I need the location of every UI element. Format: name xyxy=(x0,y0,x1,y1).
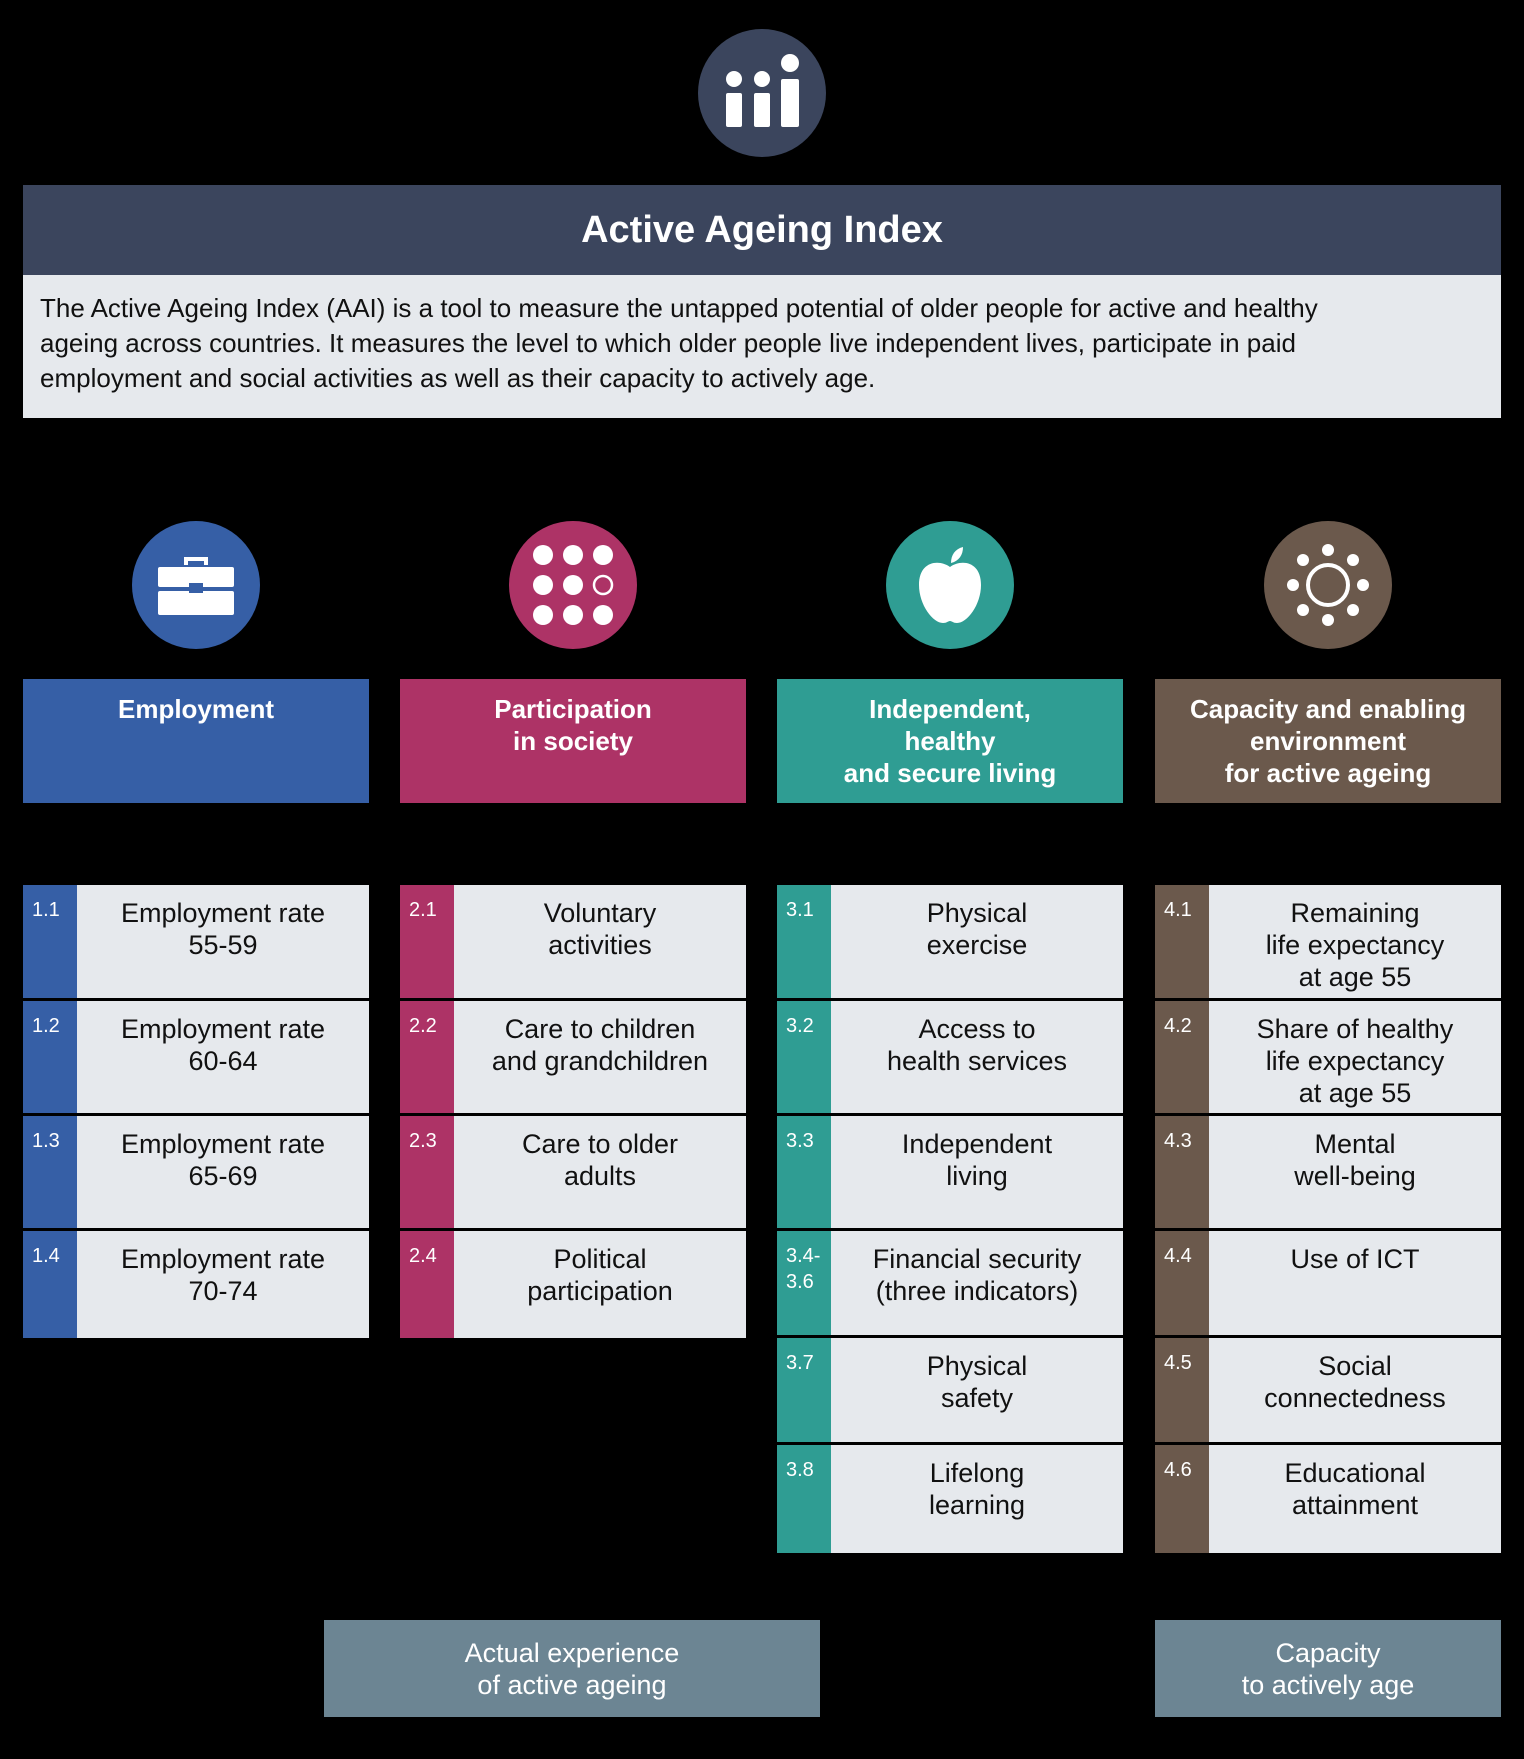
indicator-row: 4.5 Social connectedness xyxy=(1155,1338,1501,1442)
indicator-row: 3.7 Physical safety xyxy=(777,1338,1123,1442)
domain-icon-participation xyxy=(509,521,637,649)
domain-icon-employment xyxy=(132,521,260,649)
indicator-number: 4.2 xyxy=(1155,1001,1209,1113)
aai-logo xyxy=(698,29,826,157)
page-title: Active Ageing Index xyxy=(23,185,1501,275)
indicator-label: Physical safety xyxy=(926,1351,1028,1413)
indicator-number: 1.1 xyxy=(23,885,77,998)
indicator-label: Social connectedness xyxy=(1264,1351,1446,1413)
description-panel: The Active Ageing Index (AAI) is a tool … xyxy=(23,275,1501,418)
indicator-row: 4.6 Educational attainment xyxy=(1155,1445,1501,1553)
dots-grid-icon xyxy=(533,545,614,625)
indicator-label: Share of healthy life expectancy at age … xyxy=(1256,1014,1454,1108)
title-text: Active Ageing Index xyxy=(581,208,943,251)
domain-header-participation: Participation in society xyxy=(400,679,746,803)
indicator-number: 1.3 xyxy=(23,1116,77,1228)
indicator-column-independent: 3.1 Physical exercise 3.2 Access to heal… xyxy=(777,885,1123,1553)
domain-icon-independent xyxy=(886,521,1014,649)
indicator-label: Physical exercise xyxy=(926,898,1028,960)
indicator-number: 4.5 xyxy=(1155,1338,1209,1442)
indicator-row: 2.3 Care to older adults xyxy=(400,1116,746,1228)
indicator-number: 2.3 xyxy=(400,1116,454,1228)
sun-icon xyxy=(1287,544,1369,626)
indicator-number: 2.4 xyxy=(400,1231,454,1338)
category-capacity: Capacity to actively age xyxy=(1155,1620,1501,1717)
indicator-label: Educational attainment xyxy=(1284,1458,1426,1520)
indicator-row: 4.4 Use of ICT xyxy=(1155,1231,1501,1335)
indicator-number: 4.3 xyxy=(1155,1116,1209,1228)
domain-header-capacity: Capacity and enabling environment for ac… xyxy=(1155,679,1501,803)
indicator-column-participation: 2.1 Voluntary activities 2.2 Care to chi… xyxy=(400,885,746,1338)
indicator-number: 2.2 xyxy=(400,1001,454,1113)
indicator-label: Access to health services xyxy=(886,1014,1068,1076)
indicator-row: 1.2 Employment rate 60-64 xyxy=(23,1001,369,1113)
apple-icon xyxy=(919,547,981,623)
indicator-label: Care to older adults xyxy=(521,1129,679,1191)
indicator-row: 3.4- 3.6 Financial security (three indic… xyxy=(777,1231,1123,1335)
indicator-row: 1.3 Employment rate 65-69 xyxy=(23,1116,369,1228)
indicator-row: 3.8 Lifelong learning xyxy=(777,1445,1123,1553)
category-actual-experience: Actual experience of active ageing xyxy=(324,1620,820,1717)
indicator-label: Mental well-being xyxy=(1294,1129,1416,1191)
indicator-number: 4.4 xyxy=(1155,1231,1209,1335)
indicator-number: 1.2 xyxy=(23,1001,77,1113)
indicator-label: Employment rate 65-69 xyxy=(120,1129,326,1191)
indicator-column-employment: 1.1 Employment rate 55-59 1.2 Employment… xyxy=(23,885,369,1338)
indicator-number: 3.8 xyxy=(777,1445,831,1553)
indicator-label: Independent living xyxy=(901,1129,1053,1191)
indicator-row: 1.4 Employment rate 70-74 xyxy=(23,1231,369,1338)
indicator-row: 1.1 Employment rate 55-59 xyxy=(23,885,369,998)
indicator-number: 3.7 xyxy=(777,1338,831,1442)
indicator-label: Use of ICT xyxy=(1290,1244,1420,1274)
indicator-label: Employment rate 55-59 xyxy=(120,898,326,960)
people-bars-icon xyxy=(726,54,799,127)
indicator-row: 3.3 Independent living xyxy=(777,1116,1123,1228)
indicator-label: Remaining life expectancy at age 55 xyxy=(1265,898,1445,992)
indicator-number: 3.1 xyxy=(777,885,831,998)
indicator-number: 4.1 xyxy=(1155,885,1209,998)
indicator-row: 2.1 Voluntary activities xyxy=(400,885,746,998)
indicator-row: 3.1 Physical exercise xyxy=(777,885,1123,998)
indicator-number: 1.4 xyxy=(23,1231,77,1338)
indicator-number: 3.4- 3.6 xyxy=(777,1231,831,1335)
indicator-label: Care to children and grandchildren xyxy=(491,1014,709,1076)
briefcase-icon xyxy=(158,557,234,615)
indicator-label: Financial security (three indicators) xyxy=(872,1244,1082,1306)
indicator-label: Lifelong learning xyxy=(928,1458,1026,1520)
indicator-label: Employment rate 70-74 xyxy=(120,1244,326,1306)
domain-icon-capacity xyxy=(1264,521,1392,649)
indicator-row: 4.1 Remaining life expectancy at age 55 xyxy=(1155,885,1501,998)
indicator-number: 2.1 xyxy=(400,885,454,998)
indicator-row: 4.2 Share of healthy life expectancy at … xyxy=(1155,1001,1501,1113)
indicator-row: 4.3 Mental well-being xyxy=(1155,1116,1501,1228)
indicator-number: 3.2 xyxy=(777,1001,831,1113)
indicator-row: 2.4 Political participation xyxy=(400,1231,746,1338)
domain-header-employment: Employment xyxy=(23,679,369,803)
indicator-row: 2.2 Care to children and grandchildren xyxy=(400,1001,746,1113)
indicator-label: Employment rate 60-64 xyxy=(120,1014,326,1076)
indicator-number: 3.3 xyxy=(777,1116,831,1228)
domain-header-independent: Independent, healthy and secure living xyxy=(777,679,1123,803)
indicator-column-capacity: 4.1 Remaining life expectancy at age 55 … xyxy=(1155,885,1501,1553)
indicator-number: 4.6 xyxy=(1155,1445,1209,1553)
indicator-label: Voluntary activities xyxy=(543,898,657,960)
indicator-label: Political participation xyxy=(527,1244,673,1306)
indicator-row: 3.2 Access to health services xyxy=(777,1001,1123,1113)
